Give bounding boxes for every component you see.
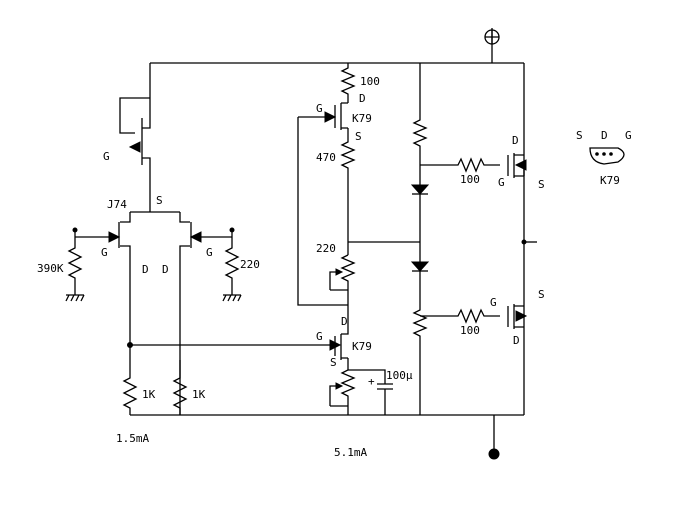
feedback-wire xyxy=(297,117,348,306)
lower-k79-fet xyxy=(334,322,349,360)
q2-source-label: S xyxy=(330,356,337,369)
current-source-fet xyxy=(119,97,151,212)
resistor-220-right-label: 220 xyxy=(240,258,260,271)
q2-drain-label: D xyxy=(341,315,348,328)
q1-part-label: K79 xyxy=(352,112,372,125)
upper-k79-fet xyxy=(298,102,348,130)
q2-part-label: K79 xyxy=(352,340,372,353)
j74-part-label: J74 xyxy=(107,198,127,211)
resistor-470 xyxy=(340,128,356,255)
out-bot-source-label: S xyxy=(538,288,545,301)
j74-dual-fet xyxy=(75,211,232,415)
gate-resistor-bottom xyxy=(420,308,500,324)
lower-trimmer xyxy=(340,358,356,415)
resistor-470-label: 470 xyxy=(316,151,336,164)
ground-icon-left xyxy=(65,294,85,302)
j74-gate-right-label: G xyxy=(206,246,213,259)
pinout-part-label: K79 xyxy=(600,174,620,187)
trimmer-220-label: 220 xyxy=(316,242,336,255)
resistor-1k-right-label: 1K xyxy=(192,388,206,401)
out-top-gate-label: G xyxy=(498,176,505,189)
current-right-label: 5.1mA xyxy=(334,446,367,459)
resistor-1k-right xyxy=(172,360,188,415)
resistor-1k-left xyxy=(122,345,138,415)
capacitor-100u xyxy=(348,369,393,415)
bias-string-wire xyxy=(412,63,428,415)
diode-bottom-icon xyxy=(410,261,430,272)
j74-gate-left-label: G xyxy=(101,246,108,259)
out-top-drain-label: D xyxy=(512,134,519,147)
out-bot-drain-label: D xyxy=(513,334,520,347)
resistor-220-right xyxy=(224,230,240,295)
q1-source-label: S xyxy=(355,130,362,143)
out-top-source-label: S xyxy=(538,178,545,191)
input-resistor-390k xyxy=(67,230,83,295)
resistor-1k-left-label: 1K xyxy=(142,388,156,401)
j74-drain-left-label: D xyxy=(142,263,149,276)
q1-gate-label: G xyxy=(316,102,323,115)
k79-pinout-icon xyxy=(589,147,625,165)
out-bot-gate-label: G xyxy=(490,296,497,309)
ground-icon-right xyxy=(222,294,242,302)
output-junction-dot xyxy=(521,239,527,245)
capacitor-plus-label: + xyxy=(368,375,375,388)
j74-source-label: S xyxy=(156,194,163,207)
capacitor-value-label: 100μ xyxy=(386,369,413,382)
pinout-source-label: S xyxy=(576,129,583,142)
ccs-gate-label: G xyxy=(103,150,110,163)
resistor-390k-label: 390K xyxy=(37,262,64,275)
output-fet-top xyxy=(507,153,527,178)
output-fet-bottom xyxy=(507,304,528,329)
trimmer-220 xyxy=(340,254,356,322)
q2-gate-label: G xyxy=(316,330,323,343)
current-left-label: 1.5mA xyxy=(116,432,149,445)
negative-terminal-icon xyxy=(488,448,500,460)
j74-drain-right-label: D xyxy=(162,263,169,276)
resistor-100-top-label: 100 xyxy=(360,75,380,88)
resistor-100-top xyxy=(340,63,356,103)
gate-resistor-top xyxy=(420,157,500,173)
gate-resistor-bottom-label: 100 xyxy=(460,324,480,337)
diode-top-icon xyxy=(410,184,430,195)
pinout-gate-label: G xyxy=(625,129,632,142)
gate-resistor-top-label: 100 xyxy=(460,173,480,186)
pinout-drain-label: D xyxy=(601,129,608,142)
q1-drain-label: D xyxy=(359,92,366,105)
